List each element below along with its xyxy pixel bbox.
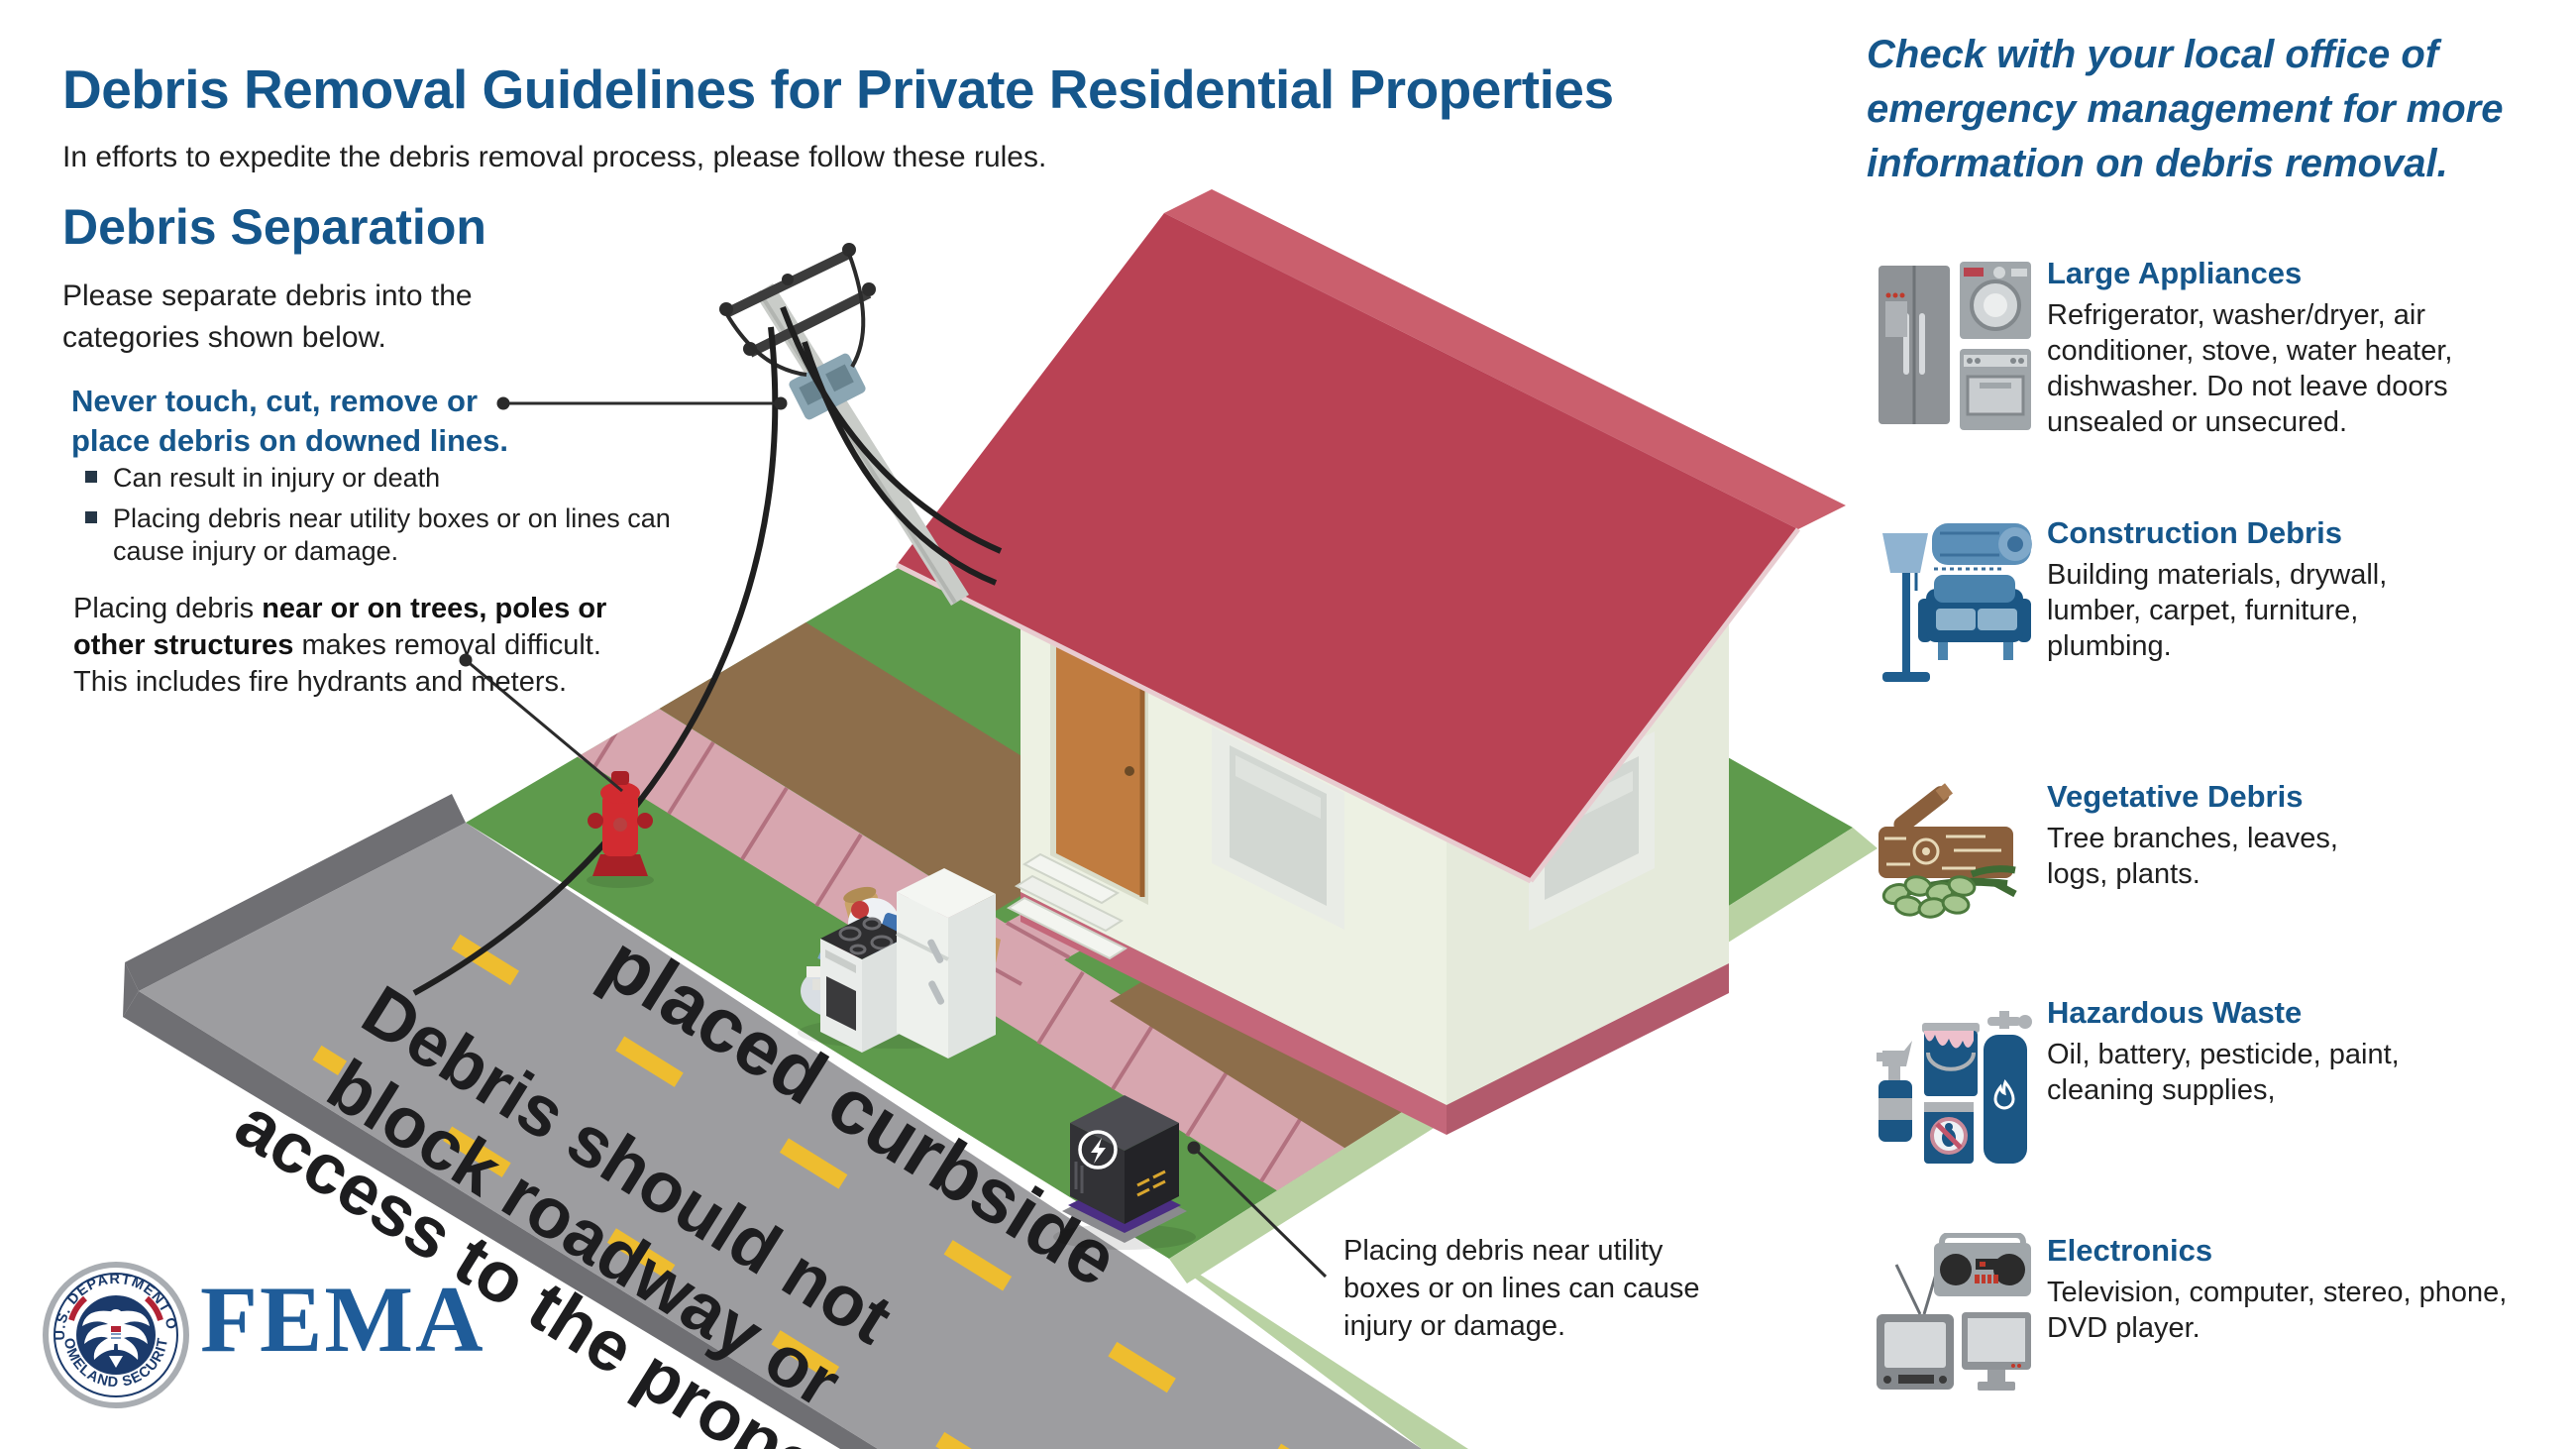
category-name: Electronics <box>2047 1233 2213 1268</box>
utility-box-callout: Placing debris near utility boxes or on … <box>1343 1235 1700 1342</box>
warning-bullet-list: Can result in injury or death Placing de… <box>85 462 739 576</box>
page-title: Debris Removal Guidelines for Private Re… <box>62 58 1614 120</box>
bullet-utility-boxes: Placing debris near utility boxes or on … <box>85 502 739 568</box>
square-bullet-icon <box>85 471 97 483</box>
structures-paragraph: Placing debris near or on trees, poles o… <box>73 591 648 701</box>
roof-front-slope <box>897 213 1798 881</box>
house <box>895 189 1846 1135</box>
front-window <box>1212 726 1344 930</box>
roof-gable-trim <box>1529 527 1800 883</box>
category-name: Large Appliances <box>2047 256 2303 290</box>
dhs-seal-icon: U.S. DEPARTMENT OF HOMELAND SECURITY <box>36 1249 189 1408</box>
warning-line1: Never touch, cut, remove or <box>71 384 479 418</box>
category-name: Vegetative Debris <box>2047 779 2304 814</box>
construction-debris-icon <box>1882 523 2032 682</box>
category-description: Refrigerator, washer/dryer, air conditio… <box>2047 299 2453 438</box>
category-text: Large Appliances Refrigerator, washer/dr… <box>2047 256 2503 440</box>
square-bullet-icon <box>85 511 97 523</box>
category-text: Electronics Television, computer, stereo… <box>2047 1233 2542 1346</box>
fire-hydrant <box>587 771 654 888</box>
page-subtitle: In efforts to expedite the debris remova… <box>62 141 1047 173</box>
lightning-bolt-icon <box>1091 1138 1106 1164</box>
bullet-text: Can result in injury or death <box>113 463 441 493</box>
road-edge <box>123 794 878 1449</box>
category-description: Tree branches, leaves, logs, plants. <box>2047 823 2338 890</box>
electronics-icon <box>1877 1233 2031 1391</box>
category-name: Construction Debris <box>2047 515 2342 550</box>
bullet-text: Placing debris near utility boxes or on … <box>113 503 671 566</box>
large-appliances-icon <box>1878 262 2031 430</box>
vegetative-debris-icon <box>1878 783 2017 919</box>
fema-logo: U.S. DEPARTMENT OF HOMELAND SECURITY FEM… <box>36 1249 636 1409</box>
local-office-note: Check with your local office of emergenc… <box>1867 33 2504 185</box>
curb-strip-road <box>1169 1259 1468 1449</box>
dirt-patch-left <box>634 606 1135 914</box>
door-knob <box>1125 766 1134 776</box>
door-steps <box>1006 852 1128 960</box>
structures-text-bold: near or on trees, poles or other structu… <box>73 593 607 661</box>
category-description: Oil, battery, pesticide, paint, cleaning… <box>2047 1039 2400 1106</box>
stove <box>820 916 908 1053</box>
category-name: Hazardous Waste <box>2047 995 2303 1030</box>
structures-text-post: makes removal difficult. This includes f… <box>73 629 601 698</box>
house-base-trim-side <box>1447 963 1729 1135</box>
hazardous-waste-icon <box>1877 1011 2032 1164</box>
fema-wordmark: FEMA <box>200 1267 485 1372</box>
structures-text-pre: Placing debris <box>73 593 263 624</box>
category-text: Construction Debris Building materials, … <box>2047 515 2443 664</box>
category-description: Building materials, drywall, lumber, car… <box>2047 559 2388 662</box>
house-base-trim-front <box>1020 892 1447 1135</box>
refrigerator <box>896 868 996 1059</box>
warning-line2: place debris on downed lines. <box>71 423 508 458</box>
category-text: Hazardous Waste Oil, battery, pesticide,… <box>2047 995 2404 1108</box>
bullet-injury-death: Can result in injury or death <box>85 462 739 495</box>
roof-eave-trim <box>895 562 1533 884</box>
category-description: Television, computer, stereo, phone, DVD… <box>2047 1277 2508 1344</box>
oven-window <box>826 976 856 1031</box>
roof-back-slope <box>1164 189 1846 529</box>
debris-separation-heading: Debris Separation <box>62 199 486 255</box>
downed-lines-warning: Never touch, cut, remove or place debris… <box>71 382 537 461</box>
category-text: Vegetative Debris Tree branches, leaves,… <box>2047 779 2374 892</box>
utility-box <box>1053 1095 1196 1250</box>
callout-lines <box>459 396 1328 1279</box>
road-center-dashes <box>312 934 1422 1449</box>
debris-separation-intro: Please separate debris into the categori… <box>62 279 473 354</box>
power-wires <box>412 305 1003 996</box>
